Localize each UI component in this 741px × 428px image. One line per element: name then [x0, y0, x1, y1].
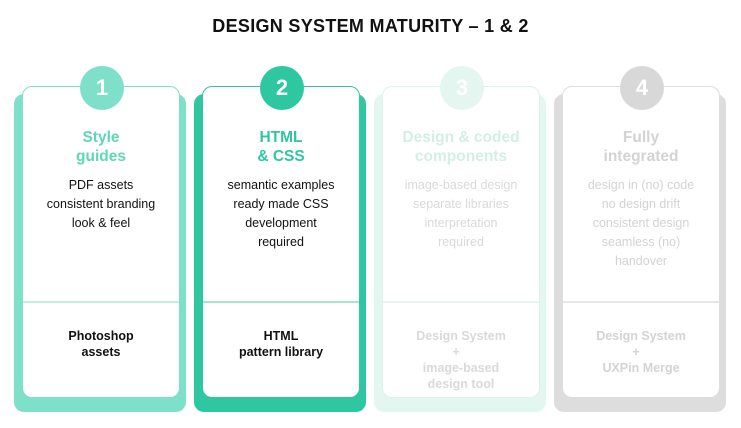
- stage-heading-line: HTML: [259, 129, 303, 146]
- stage-heading-line: guides: [76, 148, 126, 165]
- stage-heading-line: components: [414, 148, 508, 165]
- card-box: [382, 86, 540, 398]
- maturity-stage-1-card: 1 Style guides PDF assets consistent bra…: [14, 66, 202, 412]
- tool-line: + UXPin Merge: [562, 344, 720, 376]
- maturity-stage-2-card: 2 HTML & CSS semantic examples ready mad…: [194, 66, 382, 412]
- page-title: DESIGN SYSTEM MATURITY – 1 & 2: [212, 16, 529, 36]
- tool-line: design tool: [427, 377, 495, 391]
- tool-line: pattern library: [238, 345, 324, 359]
- stage-number-badge: 1: [80, 66, 124, 110]
- tool-line-text: image-based: [422, 361, 500, 375]
- stage-heading: HTML & CSS: [202, 128, 360, 166]
- stage-number-badge: 3: [440, 66, 484, 110]
- tool-line: HTML: [263, 329, 299, 343]
- card-divider: [23, 301, 179, 303]
- plus-icon: +: [452, 345, 460, 359]
- stage-heading: Fully integrated: [562, 128, 720, 166]
- maturity-stage-4-card: 4 Fully integrated design in (no) code n…: [554, 66, 741, 412]
- feature-item: required: [438, 235, 484, 249]
- maturity-stage-3-card: 3 Design & coded components image-based …: [374, 66, 562, 412]
- feature-item: development: [245, 216, 317, 230]
- stage-features: design in (no) code no design drift cons…: [562, 176, 720, 271]
- stage-tools: HTML pattern library: [202, 328, 360, 360]
- feature-item: required: [258, 235, 304, 249]
- tool-line: Photoshop: [68, 329, 134, 343]
- card-divider: [203, 301, 359, 303]
- feature-item: PDF assets: [68, 178, 134, 192]
- card-box: [562, 86, 720, 398]
- stage-number-badge: 4: [620, 66, 664, 110]
- stage-features: image-based design separate libraries in…: [382, 176, 540, 252]
- stage-heading-line: Fully: [622, 129, 660, 146]
- tool-line: + image-based: [382, 344, 540, 376]
- feature-item: consistent design: [592, 216, 690, 230]
- card-divider: [383, 301, 539, 303]
- feature-item: image-based design: [404, 178, 518, 192]
- stage-heading-line: Design & coded: [402, 129, 520, 146]
- feature-item: consistent branding: [46, 197, 156, 211]
- feature-item: semantic examples: [227, 178, 335, 192]
- stage-tools: Design System + image-based design tool: [382, 328, 540, 392]
- stage-heading-line: & CSS: [257, 148, 305, 165]
- tool-line-text: UXPin Merge: [602, 361, 680, 375]
- stage-tools: Photoshop assets: [22, 328, 180, 360]
- feature-item: handover: [614, 254, 668, 268]
- stage-heading: Style guides: [22, 128, 180, 166]
- stage-features: semantic examples ready made CSS develop…: [202, 176, 360, 252]
- feature-item: ready made CSS: [233, 197, 329, 211]
- stage-heading-line: integrated: [603, 148, 679, 165]
- tool-line: Design System: [596, 329, 686, 343]
- feature-item: no design drift: [601, 197, 681, 211]
- tool-line: Design System: [416, 329, 506, 343]
- stage-heading-line: Style: [82, 129, 120, 146]
- card-box: [22, 86, 180, 398]
- tool-line: assets: [81, 345, 121, 359]
- feature-item: separate libraries: [413, 197, 509, 211]
- stage-features: PDF assets consistent branding look & fe…: [22, 176, 180, 233]
- feature-item: interpretation: [424, 216, 498, 230]
- stage-heading: Design & coded components: [382, 128, 540, 166]
- feature-item: seamless (no): [601, 235, 681, 249]
- stage-tools: Design System + UXPin Merge: [562, 328, 720, 376]
- plus-icon: +: [632, 345, 640, 359]
- feature-item: design in (no) code: [587, 178, 695, 192]
- stage-number-badge: 2: [260, 66, 304, 110]
- card-divider: [563, 301, 719, 303]
- feature-item: look & feel: [71, 216, 131, 230]
